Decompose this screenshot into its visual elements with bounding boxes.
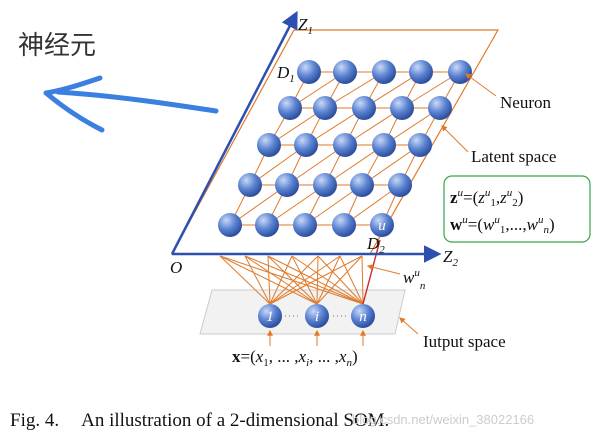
- neuron-grid: u: [218, 60, 472, 237]
- connection-line: [339, 255, 364, 305]
- input-space-pointer: [399, 317, 419, 335]
- neuron-node: [409, 60, 433, 84]
- neuron-node: [313, 96, 337, 120]
- d2-corner-label: D2: [366, 234, 385, 256]
- neuron-node: [218, 213, 242, 237]
- neuron-node: [333, 60, 357, 84]
- connection-line: [219, 255, 318, 305]
- connection-line: [219, 255, 271, 305]
- input-connections: [219, 239, 381, 305]
- neuron-node: [333, 133, 357, 157]
- neuron-node: [257, 133, 281, 157]
- latent-space-pointer: [441, 125, 469, 153]
- z1-axis: [170, 10, 298, 255]
- connection-line: [244, 255, 318, 305]
- figure-caption: Fig. 4.An illustration of a 2-dimensiona…: [10, 410, 389, 431]
- weight-line: [362, 239, 381, 305]
- neuron-node: [297, 60, 321, 84]
- formula-box: [443, 175, 591, 243]
- neuron-node: [372, 60, 396, 84]
- input-vector: x=(x1, ... ,xi, ... ,xn): [232, 347, 358, 369]
- hand-drawn-arrow-icon: [55, 89, 219, 114]
- connection-line: [269, 255, 319, 305]
- neuron-node: [255, 213, 279, 237]
- z1-axis-label: Z1: [298, 15, 313, 37]
- d1-corner-label: D1: [276, 63, 295, 85]
- input-node-n: [351, 304, 375, 328]
- latent-space-label: Latent space: [471, 147, 556, 166]
- connection-line: [316, 255, 363, 305]
- chinese-annotation: 神经元: [18, 31, 96, 61]
- neuron-node: [332, 213, 356, 237]
- hand-drawn-arrowhead-icon: [43, 75, 105, 133]
- input-nodes: 1 i n: [258, 304, 375, 328]
- connection-line: [291, 255, 364, 305]
- neuron-node: [388, 173, 412, 197]
- neuron-node: [390, 96, 414, 120]
- input-node-1: [258, 304, 282, 328]
- input-node-1-label: 1: [266, 309, 274, 325]
- neuron-node: [278, 96, 302, 120]
- input-node-i-label: i: [315, 309, 319, 325]
- neuron-node: [350, 173, 374, 197]
- neuron-pointer: [465, 73, 497, 97]
- connection-line: [219, 255, 364, 305]
- connection-line: [361, 255, 364, 305]
- connection-line: [244, 255, 364, 305]
- neuron-node: [408, 133, 432, 157]
- connection-line: [316, 255, 341, 305]
- neuron-node: [428, 96, 452, 120]
- neuron-node: [313, 173, 337, 197]
- input-node-i: [305, 304, 329, 328]
- neuron-node: [370, 213, 394, 237]
- connection-line: [317, 255, 364, 305]
- input-node-n-label: n: [359, 309, 367, 325]
- connection-line: [267, 255, 364, 305]
- formula-w: wu=(wu1,...,wun): [450, 214, 555, 236]
- weight-label: wun: [403, 267, 426, 292]
- neuron-node: [352, 96, 376, 120]
- neuron-node: [238, 173, 262, 197]
- neuron-node: [294, 133, 318, 157]
- neuron-node: [448, 60, 472, 84]
- neuron-label: Neuron: [500, 93, 551, 112]
- connection-line: [244, 255, 271, 305]
- neuron-node: [275, 173, 299, 197]
- watermark: blog.csdn.net/weixin_38022166: [352, 412, 534, 427]
- connection-line: [316, 255, 319, 305]
- neuron-u-label: u: [378, 218, 386, 234]
- input-space-label: Iutput space: [423, 332, 506, 351]
- origin-label: O: [170, 258, 182, 277]
- neuron-node: [372, 133, 396, 157]
- z2-axis-label: Z2: [443, 247, 458, 269]
- formula-z: zu=(zu1,zu2): [450, 187, 523, 209]
- neuron-node: [293, 213, 317, 237]
- weight-pointer: [366, 264, 401, 275]
